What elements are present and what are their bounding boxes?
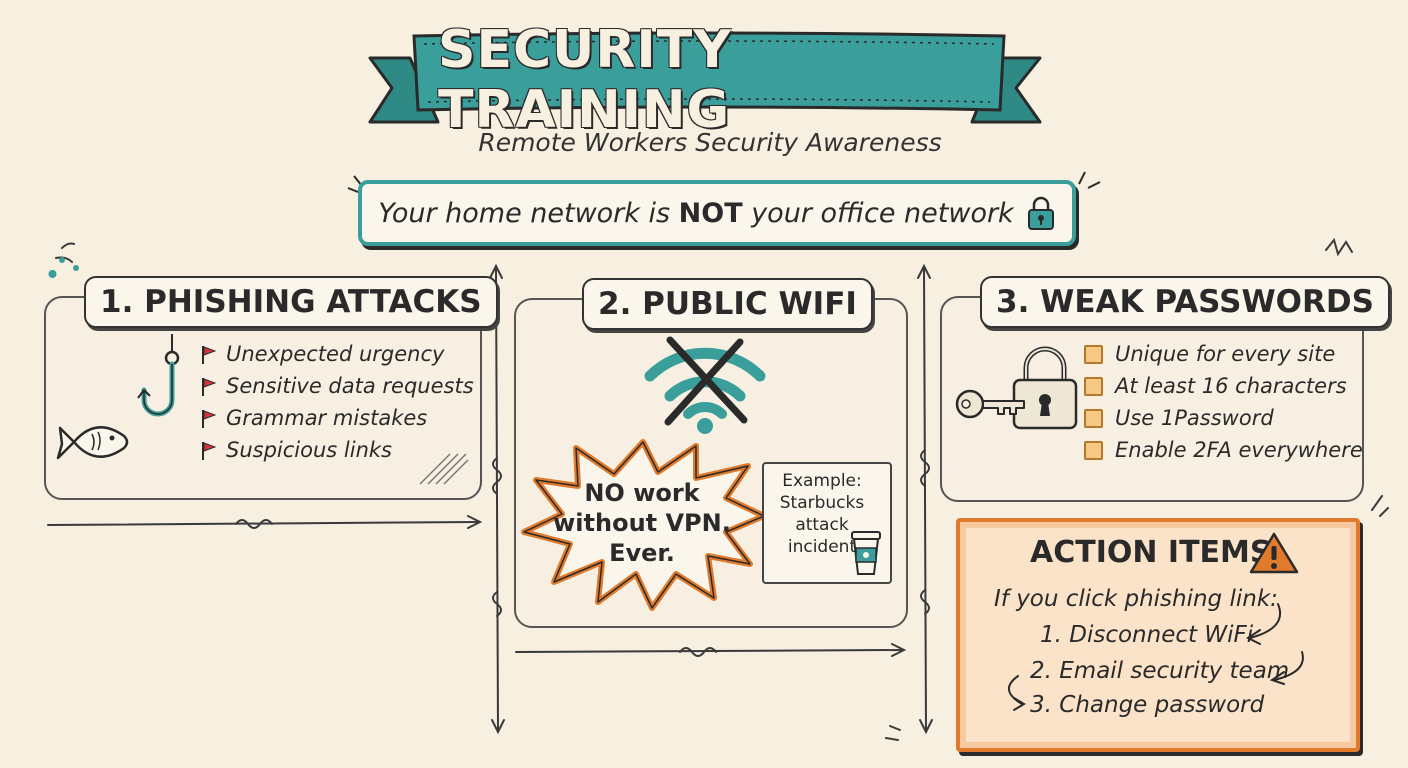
checkbox-icon (1084, 344, 1103, 364)
padlock-icon (1012, 346, 1078, 430)
example-line: attack (795, 515, 849, 535)
alert-suffix: your office network (742, 197, 1014, 229)
vpn-callout-line: NO work (584, 479, 700, 507)
action-items-box (956, 518, 1360, 752)
example-line: incident (787, 537, 857, 557)
list-item: Enable 2FA everywhere (1084, 434, 1363, 466)
phishing-list: Unexpected urgency Sensitive data reques… (200, 338, 474, 466)
alert-emphasis: NOT (678, 197, 743, 229)
action-intro: If you click phishing link: (994, 586, 1278, 612)
flag-icon (202, 442, 216, 460)
checkbox-icon (1084, 440, 1103, 460)
checkbox-icon (1084, 408, 1103, 428)
action-step-arrows (1008, 603, 1304, 711)
list-item: At least 16 characters (1084, 370, 1363, 402)
flag-icon (202, 378, 216, 396)
example-line: Starbucks (779, 493, 865, 513)
alert-text: Your home network is NOT your office net… (378, 198, 1013, 229)
hatch-decoration (419, 453, 469, 485)
action-step: 3. Change password (1030, 692, 1265, 718)
padlock-icon (1027, 196, 1054, 230)
list-item-label: At least 16 characters (1115, 374, 1347, 398)
warning-icon (1249, 532, 1299, 574)
list-item-label: Unexpected urgency (226, 342, 445, 366)
list-item-label: Grammar mistakes (226, 406, 428, 430)
example-line: Example: (782, 471, 862, 491)
checkbox-icon (1084, 376, 1103, 396)
list-item: Unique for every site (1084, 338, 1363, 370)
flag-icon (202, 410, 216, 428)
action-step: 1. Disconnect WiFi (1040, 622, 1254, 648)
phishing-panel-title: 1. PHISHING ATTACKS (84, 276, 498, 328)
list-item: Sensitive data requests (200, 370, 474, 402)
vpn-callout-line: Ever. (609, 539, 675, 567)
phishing-panel (44, 296, 482, 500)
public-wifi-panel-title: 2. PUBLIC WIFI (582, 278, 873, 330)
alert-prefix: Your home network is (378, 197, 679, 229)
list-item-label: Unique for every site (1115, 342, 1336, 366)
vpn-burst-shape (521, 439, 767, 611)
list-item-label: Sensitive data requests (226, 374, 474, 398)
page-subtitle: Remote Workers Security Awareness (478, 128, 942, 157)
coffee-cup-icon (851, 531, 881, 575)
list-item: Use 1Password (1084, 402, 1363, 434)
list-item: Suspicious links (200, 434, 474, 466)
action-step: 2. Email security team (1030, 658, 1290, 684)
list-item-label: Suspicious links (226, 438, 392, 462)
vpn-callout-line: without VPN. (553, 509, 731, 537)
example-note-text: Example: Starbucks attack incident (772, 470, 872, 558)
weak-passwords-panel-title: 3. WEAK PASSWORDS (980, 276, 1390, 328)
list-item-label: Enable 2FA everywhere (1115, 438, 1363, 462)
network-alert-banner: Your home network is NOT your office net… (358, 180, 1076, 246)
fish-icon (56, 426, 129, 460)
password-checklist: Unique for every site At least 16 charac… (1084, 338, 1363, 466)
list-item-label: Use 1Password (1115, 406, 1274, 430)
wifi-off-icon (644, 336, 766, 434)
key-icon (955, 389, 1025, 419)
flag-icon (202, 346, 216, 364)
fish-hook-icon (137, 334, 180, 417)
list-item: Grammar mistakes (200, 402, 474, 434)
vpn-callout: NO work without VPN. Ever. (538, 478, 746, 568)
list-item: Unexpected urgency (200, 338, 474, 370)
action-items-title: ACTION ITEMS (1030, 535, 1272, 570)
